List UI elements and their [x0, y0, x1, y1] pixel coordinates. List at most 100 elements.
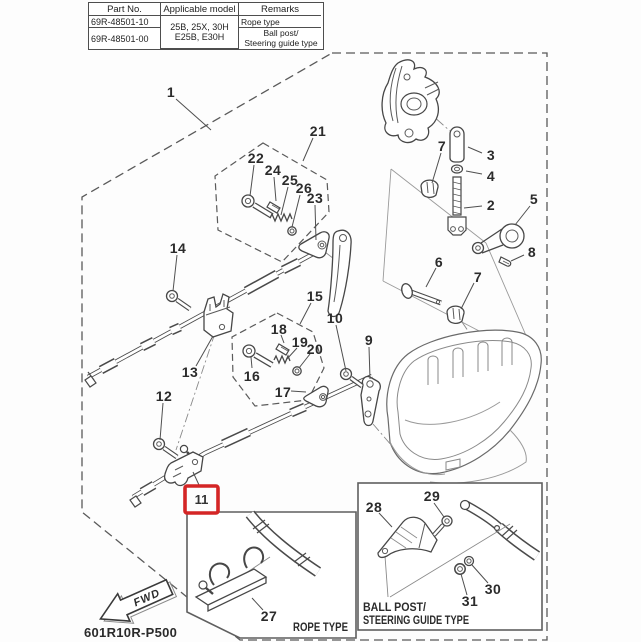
cowling-inner-rim: [396, 340, 532, 460]
rod-clevis: [447, 216, 467, 236]
callout-30: 30: [485, 581, 502, 597]
main-assembly-region-outline: [81, 52, 548, 641]
stud-thread: [280, 346, 289, 352]
callout-1: 1: [167, 84, 175, 100]
callout-26: 26: [296, 180, 313, 196]
clevis-hole-right: [458, 226, 464, 232]
fwd-arrow-icon: FWD: [99, 578, 178, 624]
fwd-arrow-body: [99, 578, 174, 623]
part-23-cable-end-block: [298, 231, 330, 259]
part-18-stud: [275, 343, 290, 356]
part-7-bushing-upper: [420, 179, 439, 198]
bracket-boss-inner: [406, 97, 422, 111]
part-31-nut-inner: [457, 566, 463, 572]
fwd-arrow-shadow: [103, 581, 178, 624]
bolt-head: [242, 344, 256, 358]
callout-17: 17: [275, 384, 292, 400]
link-hole: [453, 130, 461, 138]
screw-head: [152, 437, 166, 451]
cowling-outer-rim: [386, 329, 542, 475]
clamp-claw-lines: [172, 465, 184, 478]
block-boss: [319, 393, 327, 401]
table-cell-remarks-row2: Ball post/ Steering guide type: [239, 28, 321, 49]
part-30-washer-outer: [463, 555, 475, 567]
callout-7-lower: 7: [474, 269, 482, 285]
ball-post-label-line2: STEERING GUIDE TYPE: [363, 615, 469, 627]
part-31-nut-outer: [454, 563, 466, 575]
callout-2: 2: [487, 197, 495, 213]
block-hole: [319, 242, 325, 248]
callout-16: 16: [244, 368, 261, 384]
table-header-part-no: Part No.: [89, 3, 161, 16]
part-10-screw: [339, 367, 364, 389]
model-line: 25B, 25X, 30H: [170, 22, 229, 32]
table-cell-applicable-models: 25B, 25X, 30H E25B, E30H: [161, 16, 239, 49]
part-26-washer: [287, 226, 297, 236]
remark-text: Ball post/: [263, 28, 299, 38]
callout-7-upper: 7: [438, 138, 446, 154]
plate-hole-mid: [366, 396, 372, 402]
callout-22: 22: [248, 150, 265, 166]
bottom-cowling: [386, 329, 542, 484]
table-cell-remarks-row1: Rope type: [239, 16, 321, 28]
bolt-head-inner: [245, 347, 253, 355]
callout-21: 21: [310, 123, 327, 139]
callout-6: 6: [435, 254, 443, 270]
shaft-light: [410, 290, 442, 305]
washer-inner: [289, 228, 295, 234]
header-label: Remarks: [260, 3, 299, 15]
part-30-washer-inner: [466, 558, 472, 564]
screw-head-inner: [169, 293, 175, 299]
part-20-washer: [292, 366, 302, 376]
table-header-remarks: Remarks: [239, 3, 321, 16]
tube-clamp-bands: [252, 519, 311, 567]
bracket-boss-outer: [400, 92, 428, 116]
link-body: [449, 126, 465, 163]
clamp-bolt-head: [198, 580, 208, 590]
callout-23: 23: [307, 190, 324, 206]
callout-leader-lines: [159, 98, 531, 611]
table-cell-part-no-row1: 69R-48501-10: [89, 16, 161, 28]
part-2-threaded-rod: [447, 176, 467, 236]
bracket-hole: [381, 547, 389, 555]
callout-20: 20: [307, 341, 324, 357]
part-29-bolt-shaft-light: [433, 524, 444, 536]
part-3-joint-link: [449, 126, 465, 163]
header-label: Part No.: [107, 3, 142, 15]
subassembly-region-21-outline: [214, 142, 330, 263]
plate-hole-top: [366, 380, 374, 388]
stud-thread: [271, 204, 280, 210]
callout-10: 10: [327, 310, 344, 326]
callout-8: 8: [528, 244, 536, 260]
bushing-grooves: [426, 181, 435, 195]
guide-tube-lower-light: [496, 524, 540, 560]
bolt-shaft-light: [254, 353, 273, 367]
part-16-bolt: [242, 344, 274, 368]
callout-18: 18: [271, 321, 288, 337]
applicable-model-table: Part No. Applicable model Remarks 69R-48…: [88, 2, 324, 50]
part-28-bracket: [377, 516, 438, 559]
ball-post: [494, 524, 501, 531]
part-24-stud: [266, 201, 281, 214]
callout-15: 15: [307, 288, 324, 304]
bushing-grooves: [452, 307, 461, 321]
rod-threads: [452, 181, 462, 215]
model-line: E25B, E30H: [174, 32, 225, 42]
part-17-cable-block: [303, 385, 329, 408]
nut-outer: [450, 164, 464, 174]
tube-end-cap: [459, 499, 471, 511]
part-25-spring: [269, 212, 293, 223]
part-number: 69R-48501-00: [91, 33, 149, 44]
screw-head: [339, 367, 353, 381]
cowling-center-slot: [445, 458, 461, 471]
screw-shaft-light: [176, 298, 191, 311]
part-4-nut: [450, 164, 464, 174]
part-14-screw: [165, 289, 192, 312]
part-number: 69R-48501-10: [91, 16, 149, 27]
remark-text: Rope type: [241, 16, 280, 27]
callout-27: 27: [261, 608, 278, 624]
callout-13: 13: [182, 364, 199, 380]
part-7-bushing-lower: [446, 305, 465, 324]
